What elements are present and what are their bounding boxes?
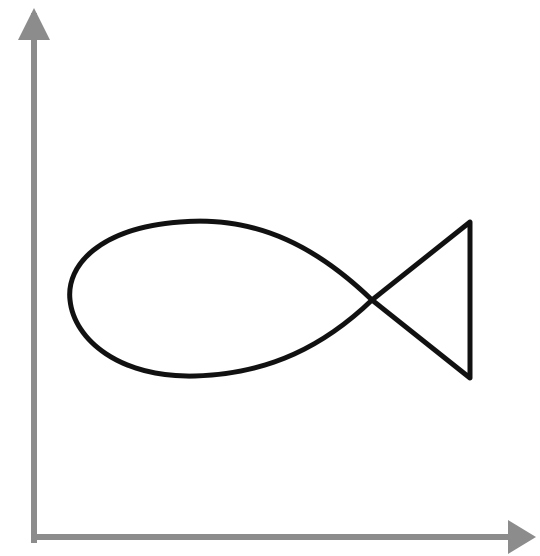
fish-curve — [70, 221, 470, 378]
x-axis-arrow-icon — [508, 520, 536, 554]
y-axis-arrow-icon — [18, 8, 50, 40]
